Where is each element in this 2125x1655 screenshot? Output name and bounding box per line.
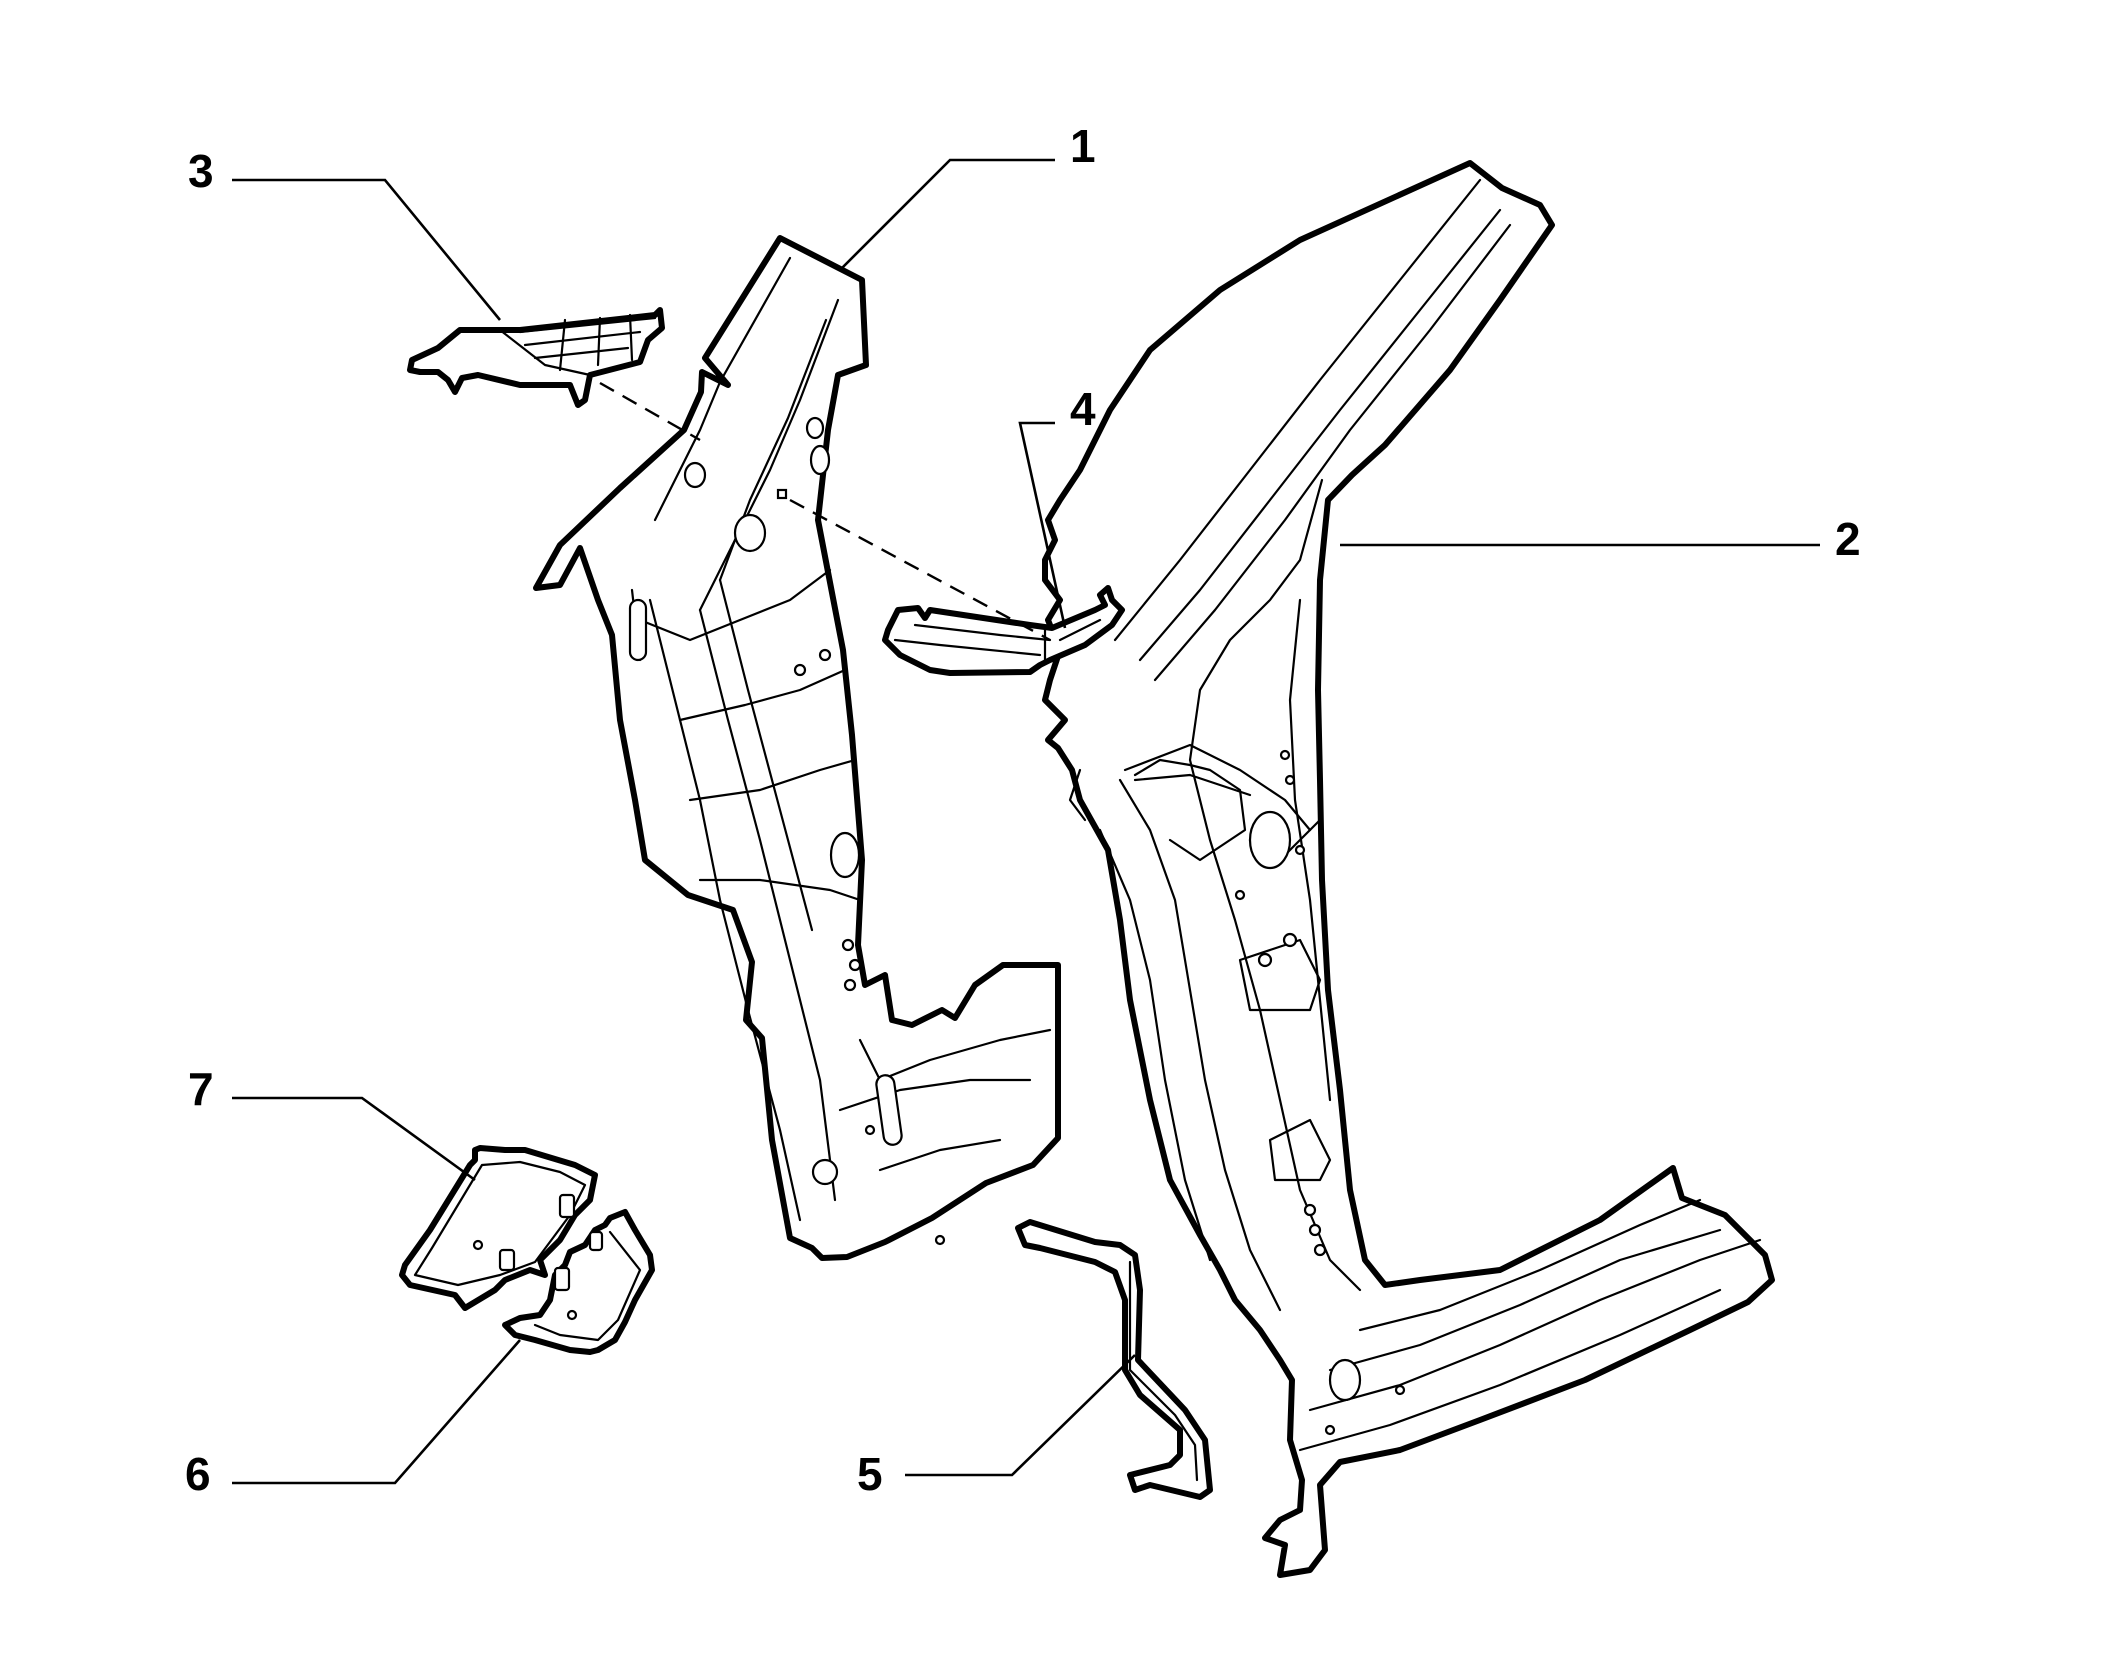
leader-line-7 [232, 1096, 476, 1182]
assembly-line-3 [599, 381, 701, 442]
callout-5: 5 [857, 1448, 883, 1500]
leader-line-4 [1018, 421, 1067, 629]
callout-7: 7 [188, 1063, 214, 1115]
part-1-inner-pillar [533, 235, 1061, 1261]
part-5-thin-bracket [1015, 1219, 1213, 1500]
leader-line-5 [905, 1354, 1136, 1477]
leader-line-1 [839, 158, 1055, 271]
leader-line-6 [232, 1339, 521, 1485]
callout-6: 6 [185, 1448, 211, 1500]
callout-3: 3 [188, 145, 214, 197]
assembly-line-4 [789, 498, 1051, 642]
part-4-mid-bracket [882, 585, 1125, 676]
part-3-upper-bracket [407, 307, 665, 408]
part-7-lower-plate [399, 1145, 598, 1311]
part-2-outer-side-frame [1042, 160, 1775, 1578]
callout-2: 2 [1835, 513, 1861, 565]
callout-4: 4 [1070, 383, 1096, 435]
part-6-lower-plate [502, 1209, 655, 1355]
callout-1: 1 [1070, 120, 1096, 172]
leader-line-3 [232, 178, 502, 321]
